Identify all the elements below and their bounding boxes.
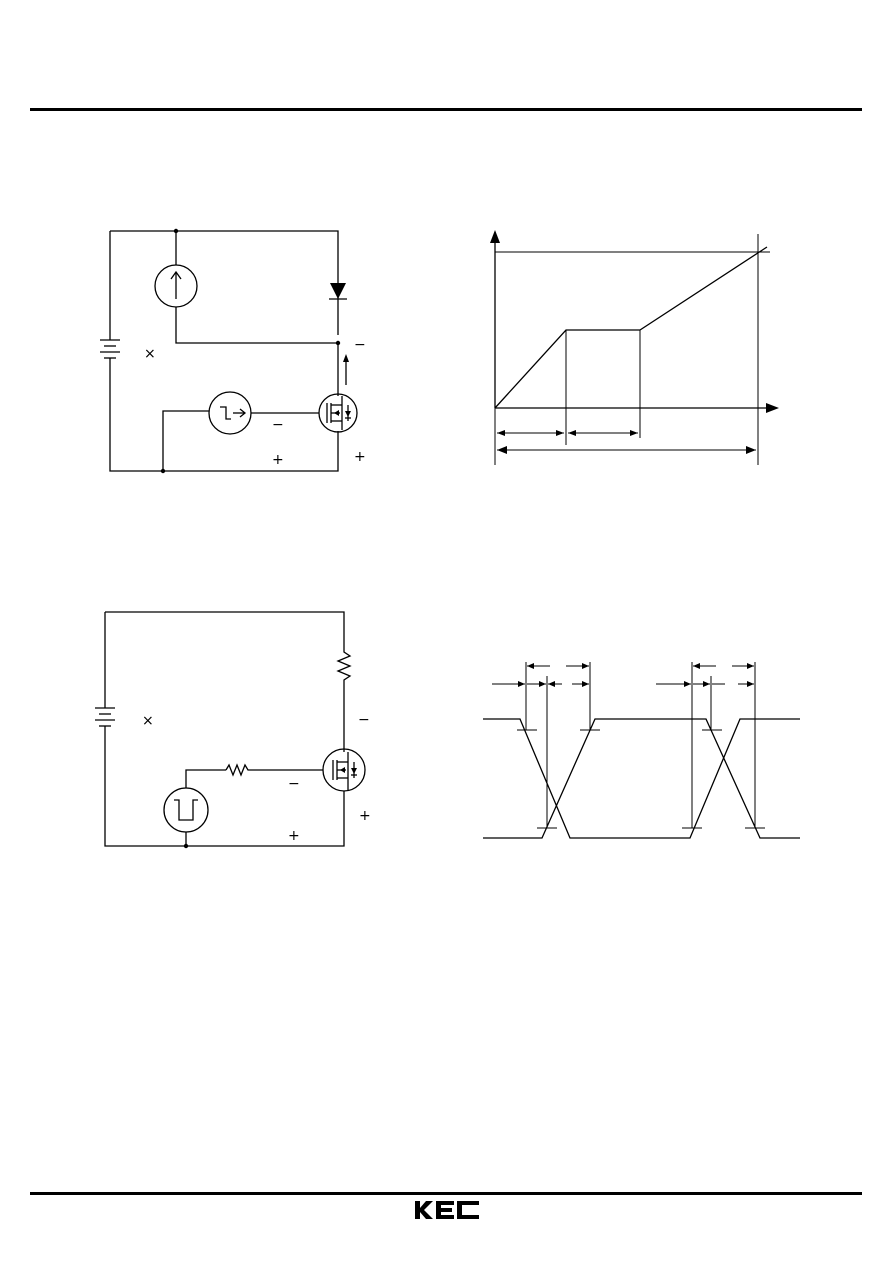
source-plus-sign: +	[354, 449, 366, 465]
switching-test-circuit: × − − + +	[95, 611, 371, 849]
step-source-icon	[208, 391, 252, 435]
output-pulse-trace	[483, 718, 800, 839]
threshold-ticks	[517, 729, 765, 829]
dimension-arrow-total	[497, 446, 756, 454]
gate-resistor-icon	[225, 763, 323, 777]
gate-minus-sign: −	[288, 776, 300, 792]
dimension-arrow-1	[497, 430, 564, 436]
gate-minus-sign: −	[272, 417, 284, 433]
kec-logo-icon	[415, 1201, 479, 1219]
current-source-icon	[154, 264, 198, 308]
gate-return-wire	[162, 410, 209, 471]
ground-node-dot	[183, 843, 189, 849]
input-pulse-trace	[483, 718, 800, 839]
drain-minus-sign: −	[358, 712, 370, 728]
gate-plus-sign: +	[288, 828, 300, 844]
vertical-axis	[490, 230, 500, 408]
header-rule	[30, 108, 862, 111]
gate-voltage-trace	[494, 246, 768, 409]
dimension-arrow-2	[568, 430, 638, 436]
drain-minus-sign: −	[354, 337, 366, 353]
gate-charge-waveform	[490, 230, 779, 465]
gate-charge-test-circuit: × − − + +	[100, 228, 366, 474]
load-resistor-icon	[336, 646, 352, 752]
mosfet-icon	[322, 748, 366, 792]
mosfet-icon	[318, 393, 358, 433]
timing-marker-lines	[525, 662, 756, 828]
top-wire	[110, 230, 339, 335]
turn-on-time-arrow	[527, 663, 589, 669]
source-plus-sign: +	[359, 808, 371, 824]
battery-icon	[95, 704, 115, 732]
current-arrow-icon	[343, 354, 349, 385]
ground-node-dot	[160, 468, 166, 474]
diode-icon	[329, 283, 347, 300]
bottom-wire	[109, 365, 339, 472]
source-wire-bottom	[175, 307, 338, 344]
delay-fall-arrows	[656, 681, 754, 687]
multiply-sign: ×	[142, 713, 154, 729]
horizontal-axis	[495, 403, 779, 413]
pulse-generator-icon	[163, 787, 209, 833]
footer-rule	[30, 1192, 862, 1195]
turn-off-time-arrow	[693, 663, 754, 669]
bottom-wire	[104, 732, 345, 847]
top-wire	[105, 611, 345, 646]
battery-icon	[100, 335, 120, 365]
multiply-sign: ×	[144, 346, 156, 362]
gate-plus-sign: +	[272, 452, 284, 468]
delay-rise-arrows	[492, 681, 589, 687]
switching-waveforms	[483, 662, 800, 839]
gate-drive-wire	[185, 769, 226, 788]
